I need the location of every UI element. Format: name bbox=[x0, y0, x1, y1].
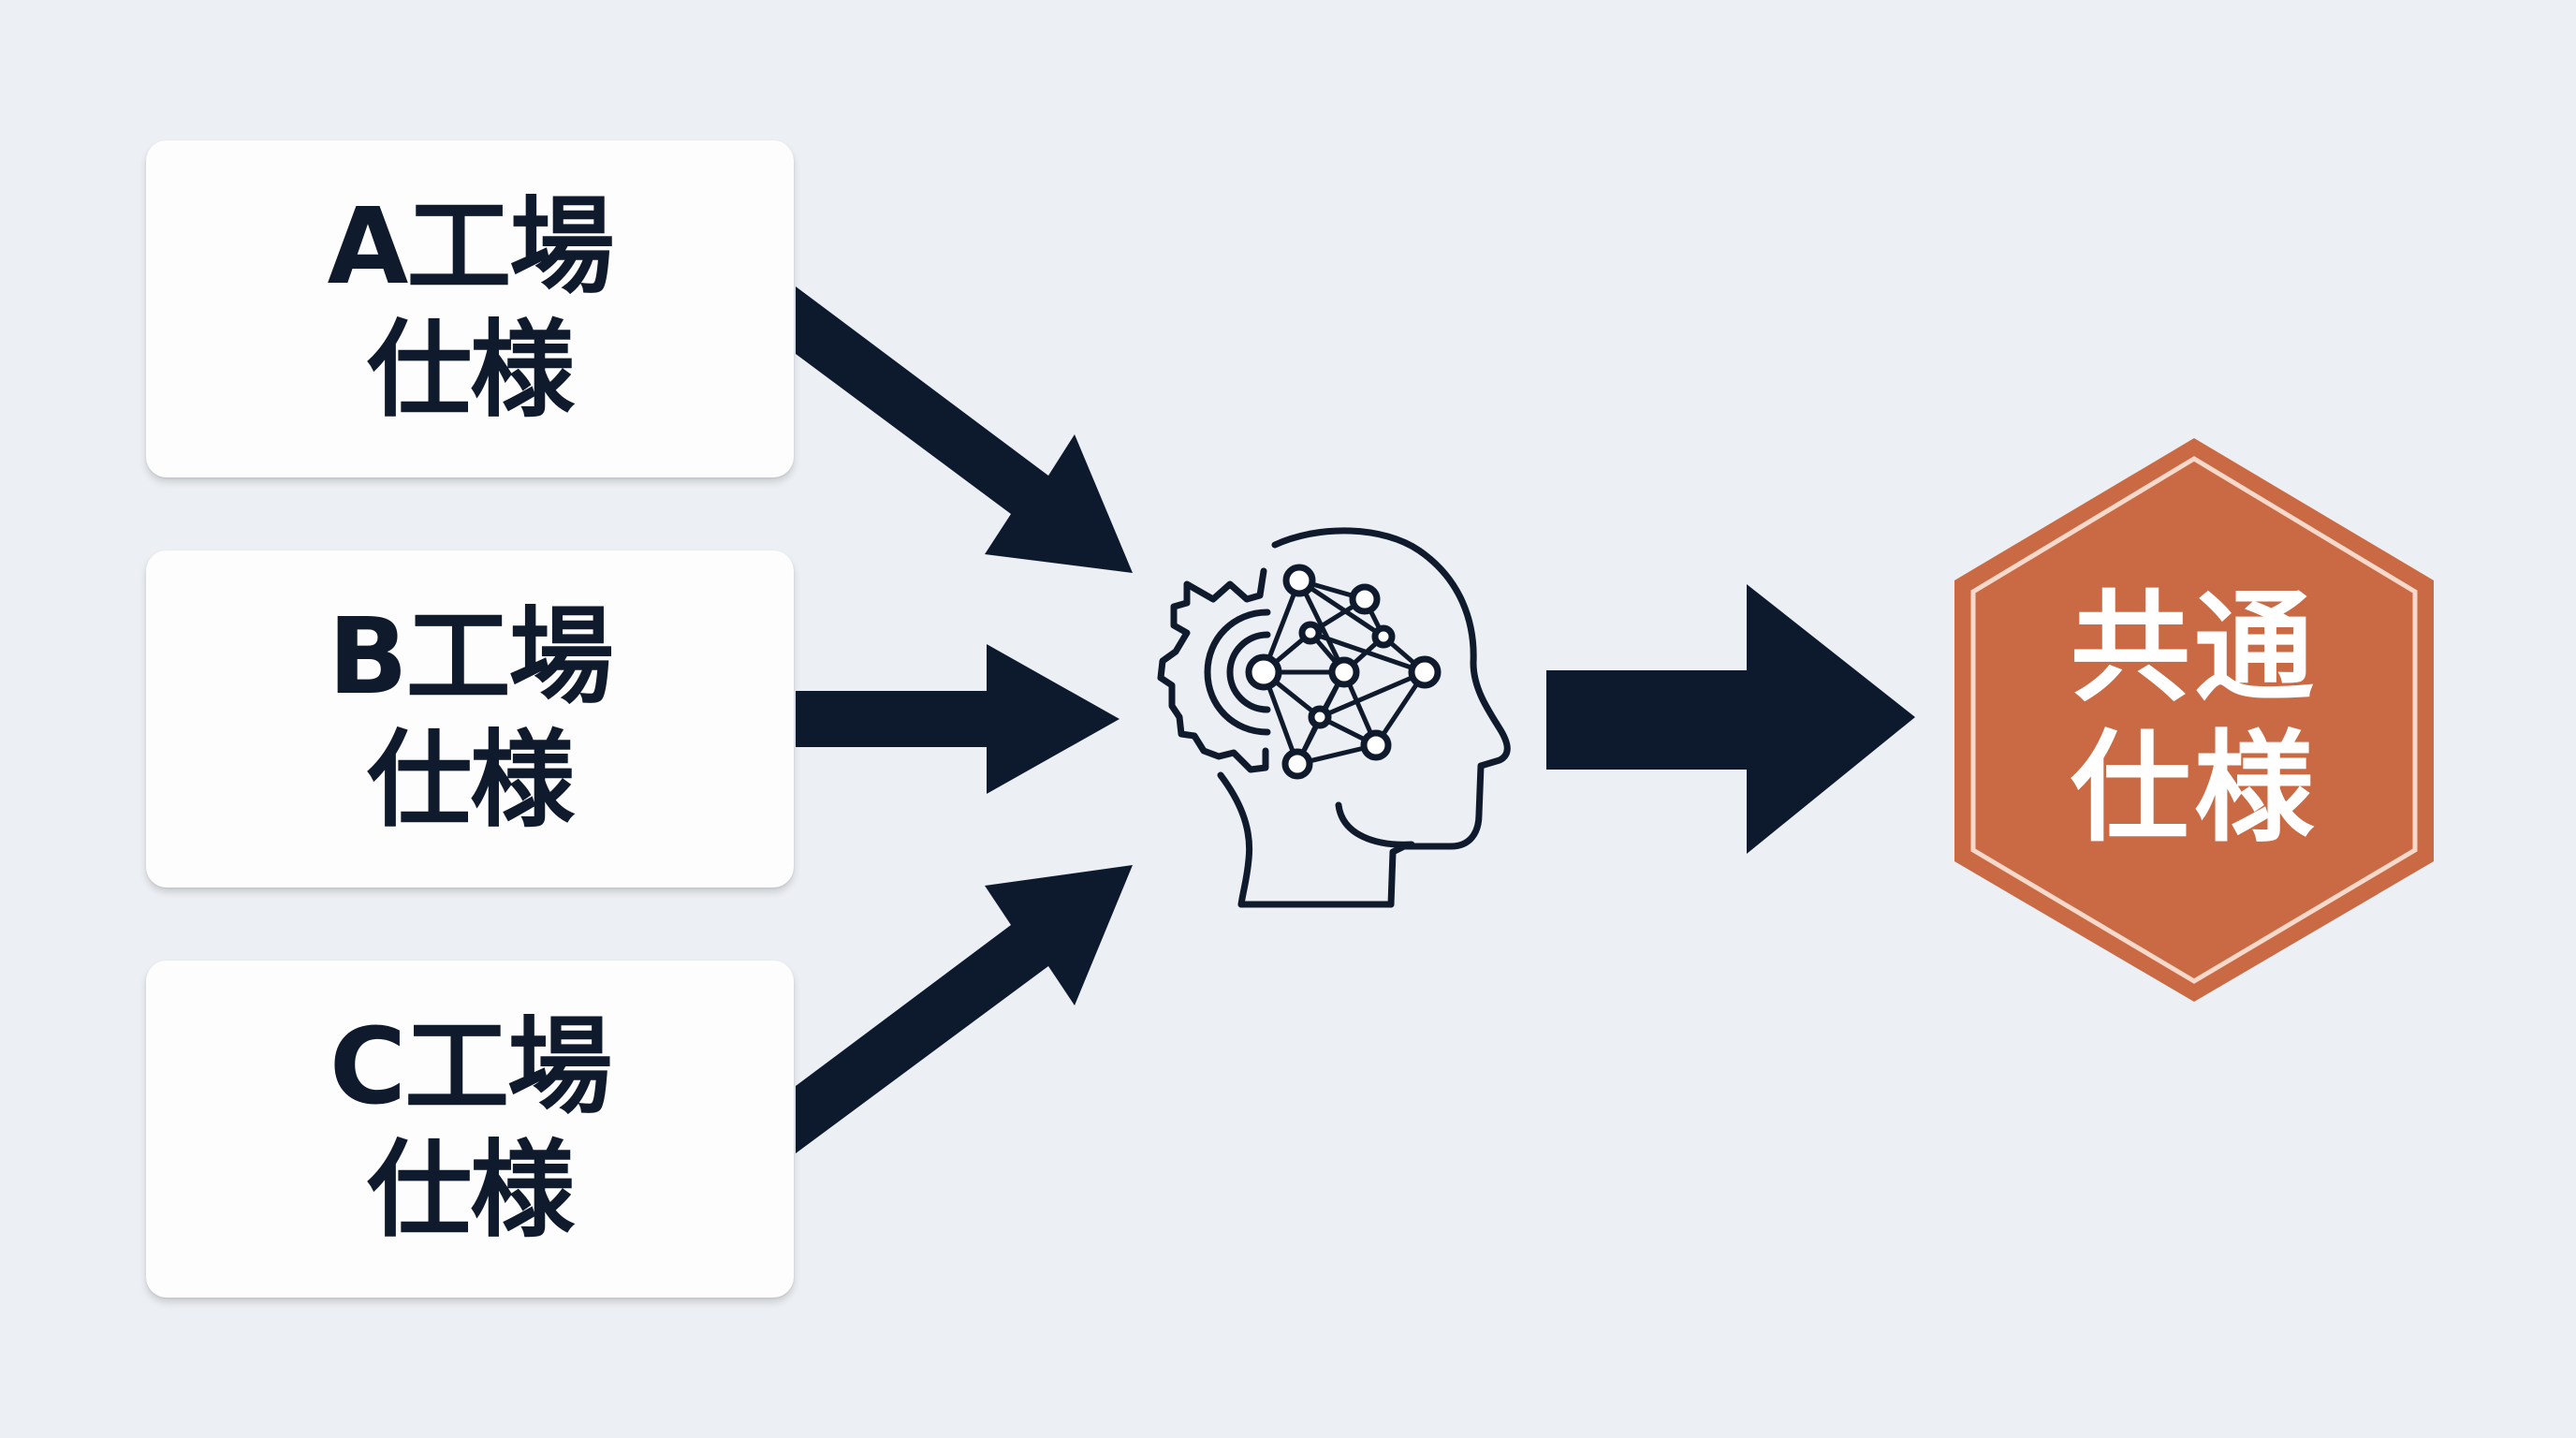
network-nodes bbox=[1245, 564, 1442, 780]
hexagon-shape bbox=[1954, 438, 2434, 1002]
source-card-a: A工場 仕様 bbox=[146, 140, 794, 477]
source-card-c: C工場 仕様 bbox=[146, 961, 794, 1298]
ai-brain-network-icon bbox=[1157, 527, 1511, 908]
source-a-label-line2: 仕様 bbox=[367, 310, 575, 432]
source-b-label-line2: 仕様 bbox=[367, 720, 575, 842]
arrow-a-to-ai bbox=[796, 286, 1133, 573]
result-hexagon: 共通 仕様 bbox=[1953, 436, 2436, 1002]
result-label-line2: 仕様 bbox=[2070, 719, 2318, 858]
result-label: 共通 仕様 bbox=[1953, 436, 2436, 1002]
source-a-label-line1: A工場 bbox=[327, 186, 615, 308]
arrow-b-to-ai bbox=[796, 644, 1120, 794]
source-card-b: B工場 仕様 bbox=[146, 550, 794, 888]
result-label-line1: 共通 bbox=[2070, 579, 2318, 718]
arrow-c-to-ai bbox=[796, 865, 1133, 1153]
source-b-label-line1: B工場 bbox=[328, 596, 613, 718]
source-c-label-line2: 仕様 bbox=[367, 1130, 575, 1252]
arrow-ai-to-result bbox=[1546, 584, 1915, 854]
source-c-label-line1: C工場 bbox=[329, 1006, 612, 1128]
